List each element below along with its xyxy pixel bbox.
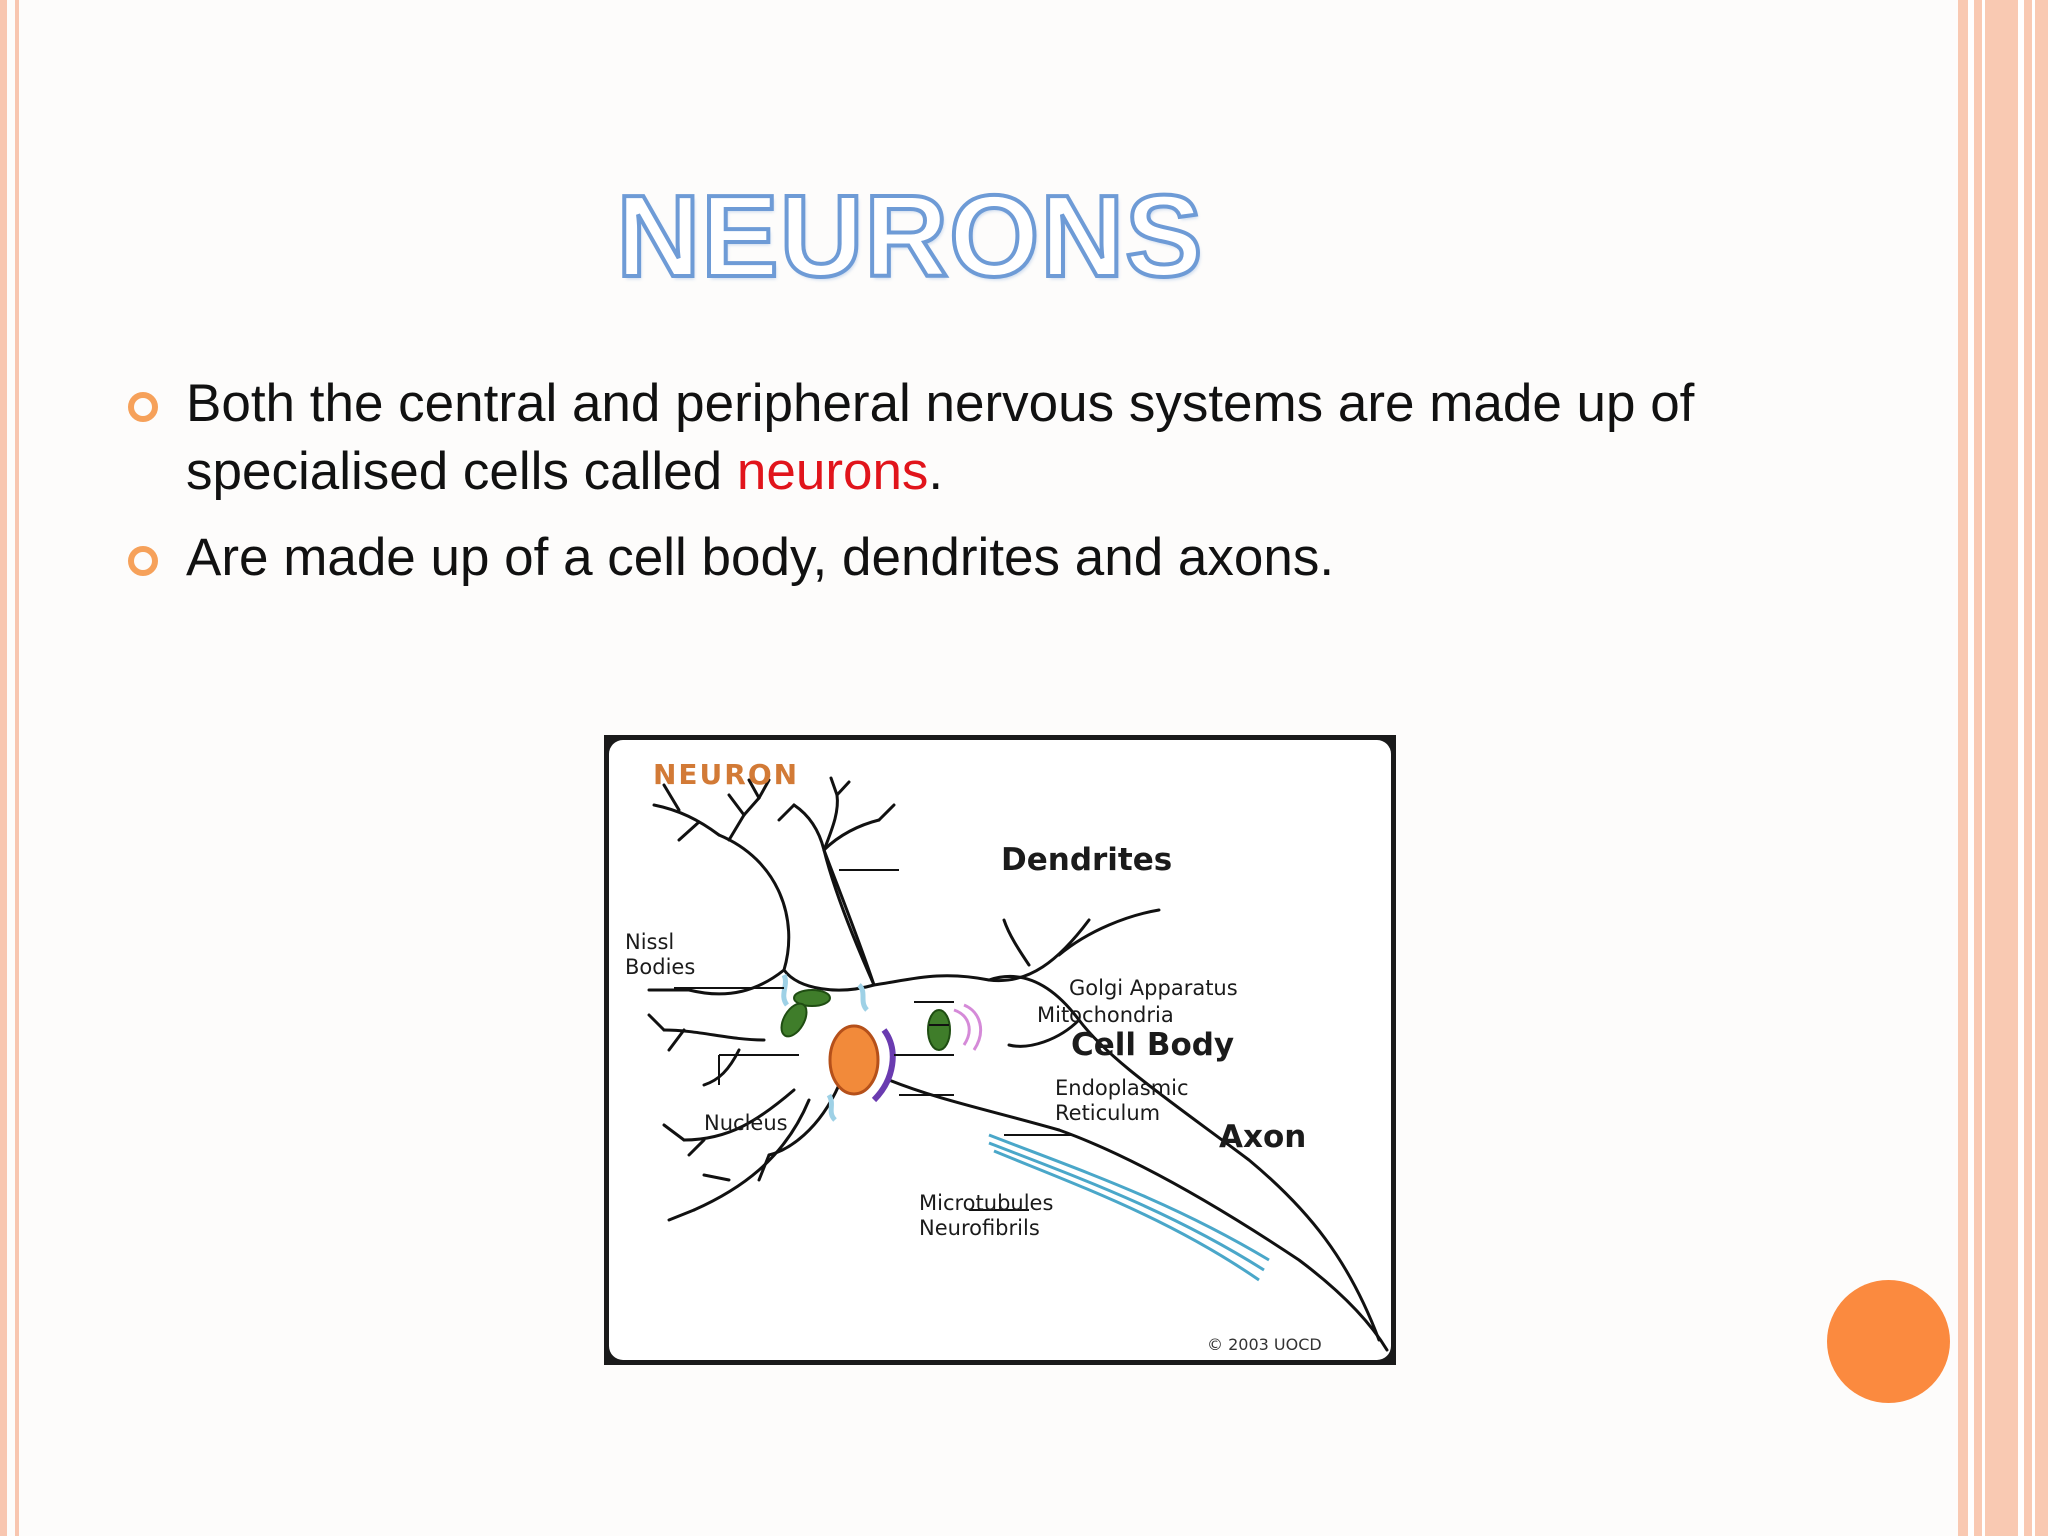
label-endoplasmic-reticulum: Endoplasmic Reticulum <box>1055 1076 1189 1125</box>
label-cell-body: Cell Body <box>1071 1027 1235 1063</box>
bullet-text: . <box>928 442 944 501</box>
left-border-stripe-thin <box>15 0 19 1536</box>
right-border-line <box>1968 0 1974 1536</box>
bullet-list: Both the central and peripheral nervous … <box>120 370 1820 610</box>
bullet-text: Are made up of a cell body, dendrites an… <box>186 528 1335 587</box>
bullet-marker-icon <box>128 392 158 422</box>
label-microtubules-neurofibrils: Microtubules Neurofibrils <box>919 1191 1054 1240</box>
diagram-heading: NEURON <box>653 758 800 791</box>
left-border-stripe <box>0 0 7 1536</box>
neuron-diagram-panel: NEURON Dendrites Nissl Bodies Golgi Appa… <box>609 740 1391 1360</box>
bullet-marker-icon <box>128 546 158 576</box>
right-border-line <box>2032 0 2035 1536</box>
label-golgi-apparatus: Golgi Apparatus <box>1069 976 1238 1000</box>
label-nucleus: Nucleus <box>704 1111 788 1135</box>
bullet-text: Both the central and peripheral nervous … <box>186 374 1695 501</box>
label-mitochondria: Mitochondria <box>1037 1003 1174 1027</box>
right-border-frame <box>1958 0 2048 1536</box>
label-nissl-bodies: Nissl Bodies <box>625 930 696 979</box>
bullet-item: Both the central and peripheral nervous … <box>120 370 1820 506</box>
neuron-diagram: NEURON Dendrites Nissl Bodies Golgi Appa… <box>604 735 1396 1365</box>
right-border-line <box>1982 0 1985 1536</box>
highlighted-term: neurons <box>736 442 929 501</box>
right-border-line <box>2018 0 2024 1536</box>
accent-circle <box>1827 1280 1950 1403</box>
slide-title: NEURONS <box>614 171 1204 301</box>
bullet-item: Are made up of a cell body, dendrites an… <box>120 524 1820 592</box>
neuron-illustration <box>647 776 1389 1352</box>
label-axon: Axon <box>1219 1119 1307 1155</box>
diagram-copyright: © 2003 UOCD <box>1207 1335 1322 1354</box>
label-dendrites: Dendrites <box>1001 842 1173 878</box>
